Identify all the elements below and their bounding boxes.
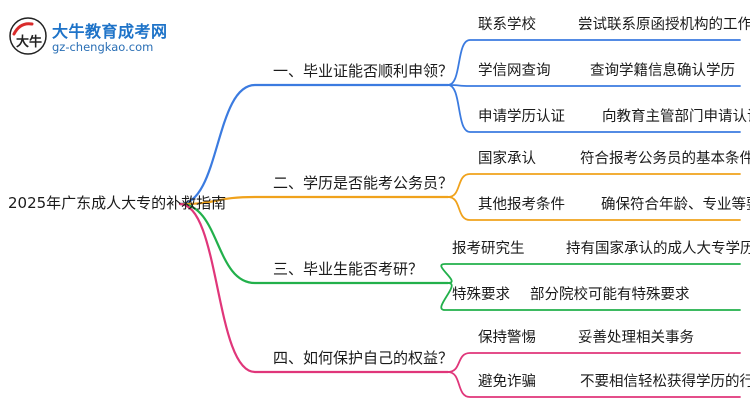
leaf-4-2: 避免诈骗 — [478, 374, 536, 390]
detail-1-2: 查询学籍信息确认学历 — [590, 63, 735, 79]
connector-branch-1-leaf-3 — [447, 84, 741, 133]
connector-branch-2-leaf-1 — [447, 173, 741, 198]
connector-branch-2-leaf-2 — [447, 196, 741, 221]
detail-1-3: 向教育主管部门申请认证 — [602, 109, 750, 125]
leaf-1-1: 联系学校 — [478, 17, 536, 33]
connector-branch-1-leaf-1 — [447, 39, 741, 86]
connector-root-to-branch-3 — [178, 202, 450, 285]
detail-1-1: 尝试联系原函授机构的工作人员 — [578, 17, 750, 33]
leaf-3-1: 报考研究生 — [452, 241, 525, 257]
site-logo[interactable]: 大牛 大牛教育成考网 gz-chengkao.com — [6, 14, 176, 58]
root-topic: 2025年广东成人大专的补救指南 — [8, 194, 227, 212]
detail-3-1: 持有国家承认的成人大专学历 — [566, 241, 750, 257]
logo-mark-text: 大牛 — [16, 34, 42, 50]
connector-branch-4-leaf-1 — [447, 352, 741, 373]
branch-1-label: 一、毕业证能否顺利申领？ — [273, 62, 454, 80]
connector-branch-3-leaf-2 — [440, 282, 741, 311]
leaf-2-2: 其他报考条件 — [478, 197, 565, 213]
leaf-2-1: 国家承认 — [478, 151, 536, 167]
branch-3-label: 三、毕业生能否考研？ — [273, 260, 424, 278]
connector-branch-1-leaf-2 — [447, 84, 741, 87]
detail-4-1: 妥善处理相关事务 — [578, 330, 694, 346]
connector-root-to-branch-4 — [178, 202, 450, 374]
branch-4-label: 四、如何保护自己的权益？ — [273, 349, 454, 367]
detail-2-2: 确保符合年龄、专业等要求 — [601, 197, 750, 213]
branch-2-label: 二、学历是否能考公务员？ — [273, 174, 454, 192]
connector-root-to-branch-1 — [178, 83, 450, 206]
connector-branch-3-leaf-1 — [440, 263, 741, 284]
logo-title: 大牛教育成考网 — [52, 22, 168, 41]
logo-url: gz-chengkao.com — [52, 40, 154, 54]
leaf-4-1: 保持警惕 — [478, 330, 536, 346]
leaf-1-3: 申请学历认证 — [478, 109, 565, 125]
leaf-3-2: 特殊要求 — [452, 287, 510, 303]
logo-mark-icon: 大牛 — [9, 17, 47, 55]
detail-3-2: 部分院校可能有特殊要求 — [530, 287, 690, 303]
connector-root-to-branch-2 — [178, 195, 450, 206]
connector-branch-4-leaf-2 — [447, 371, 741, 398]
leaf-1-2: 学信网查询 — [478, 63, 551, 79]
detail-4-2: 不要相信轻松获得学历的行为 — [580, 374, 750, 390]
detail-2-1: 符合报考公务员的基本条件 — [580, 151, 750, 167]
